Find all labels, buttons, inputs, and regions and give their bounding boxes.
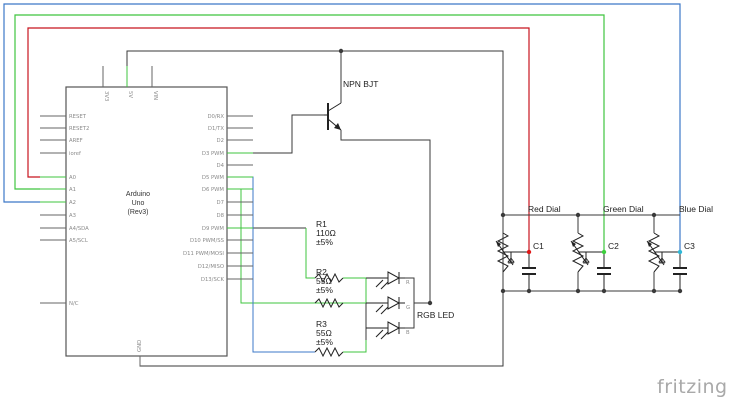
left-pin-label: AREF xyxy=(69,138,83,144)
junction-dots xyxy=(338,48,683,306)
arduino-name-line2: Uno xyxy=(132,200,145,207)
left-pin-label: RESET xyxy=(69,114,87,120)
dial-label: Red Dial xyxy=(528,204,561,214)
r1-name: R1 xyxy=(316,219,327,229)
blue-dial-wire xyxy=(3,3,681,250)
top-pin-label: 5V xyxy=(127,91,133,98)
right-pin-label: D11 PWM/MOSI xyxy=(183,251,224,257)
left-pin-label: A4/SDA xyxy=(69,226,89,232)
capacitor-1[interactable] xyxy=(522,252,536,291)
dial-label: Green Dial xyxy=(603,204,644,214)
left-pin-label: A1 xyxy=(69,187,76,193)
junction-dot xyxy=(526,288,532,294)
resistor-r3[interactable] xyxy=(314,346,344,358)
junction-dot xyxy=(500,212,506,218)
capacitor-3[interactable] xyxy=(673,252,687,291)
junction-dot xyxy=(651,288,657,294)
junction-dot xyxy=(651,212,657,218)
right-pin-label: D7 xyxy=(217,200,224,206)
dial-2[interactable] xyxy=(570,232,604,273)
dial-label: Blue Dial xyxy=(679,204,713,214)
right-pin-label: D4 xyxy=(217,163,225,169)
right-pin-label: D0/RX xyxy=(207,114,224,120)
r2-tolerance: ±5% xyxy=(316,285,333,295)
junction-dot xyxy=(601,249,607,255)
led-label: RGB LED xyxy=(417,310,454,320)
led-pin-g: G xyxy=(406,305,410,311)
junction-dot xyxy=(677,249,683,255)
junction-dot xyxy=(526,249,532,255)
left-pin-label: ioref xyxy=(69,151,81,157)
left-pin-label: A0 xyxy=(69,175,77,181)
right-pin-label: D1/TX xyxy=(208,126,224,132)
junction-dot xyxy=(575,288,581,294)
right-pin-label: D10 PWM/SS xyxy=(190,238,225,244)
left-pin-label: N/C xyxy=(69,301,79,307)
r1-value: 110Ω xyxy=(316,228,336,238)
r1-tolerance: ±5% xyxy=(316,237,333,247)
top-pin-label: 3V3 xyxy=(103,91,109,101)
right-pin-label: D9 PWM xyxy=(202,226,225,232)
top-pin-label: VIN xyxy=(152,91,158,100)
junction-dot xyxy=(677,288,683,294)
r2-name: R2 xyxy=(316,267,327,277)
led-drive-wires xyxy=(230,176,367,353)
arduino-bottom-pin: GND xyxy=(137,340,143,366)
junction-dot xyxy=(427,300,433,306)
arduino-top-pins: 3V3 5V VIN xyxy=(102,66,158,101)
capacitor-2[interactable] xyxy=(597,252,611,291)
right-pin-label: D2 xyxy=(217,138,224,144)
right-pin-label: D8 xyxy=(217,213,225,219)
green-dial-wire xyxy=(14,14,605,250)
transistor-label: NPN BJT xyxy=(343,79,378,89)
right-pin-label: D13/SCK xyxy=(201,277,225,283)
left-pin-label: RESET2 xyxy=(69,126,89,132)
led-pin-r: R xyxy=(406,280,410,286)
dial-1[interactable] xyxy=(495,232,529,273)
r2-value: 55Ω xyxy=(316,276,332,286)
capacitor-label: C1 xyxy=(533,241,544,251)
right-pin-label: D5 PWM xyxy=(202,175,225,181)
gnd-pin-label: GND xyxy=(137,340,143,352)
arduino-name-line1: Arduino xyxy=(126,191,150,198)
rgb-led[interactable] xyxy=(366,271,405,340)
junction-dot xyxy=(575,212,581,218)
r3-tolerance: ±5% xyxy=(316,337,333,347)
capacitor-label: C3 xyxy=(684,241,695,251)
resistor-r2[interactable] xyxy=(314,297,344,309)
junction-dot xyxy=(338,48,344,54)
left-pin-label: A3 xyxy=(69,213,76,219)
fritzing-logo: fritzing xyxy=(657,376,728,398)
capacitor-label: C2 xyxy=(608,241,619,251)
junction-dot xyxy=(601,288,607,294)
left-pin-label: A5/SCL xyxy=(69,238,88,244)
arduino-name-line3: (Rev3) xyxy=(127,209,148,216)
red-dial-wire xyxy=(27,27,530,252)
right-pin-label: D12/MISO xyxy=(198,264,224,270)
junction-dot xyxy=(500,288,506,294)
right-pin-label: D6 PWM xyxy=(202,187,225,193)
r3-value: 55Ω xyxy=(316,328,332,338)
right-pin-label: D3 PWM xyxy=(202,151,225,157)
dial-3[interactable] xyxy=(646,232,680,273)
led-pin-b: B xyxy=(406,330,410,336)
npn-transistor[interactable] xyxy=(324,102,342,131)
resistor-r1[interactable] xyxy=(314,272,344,284)
left-pin-label: A2 xyxy=(69,200,76,206)
r3-name: R3 xyxy=(316,319,327,329)
